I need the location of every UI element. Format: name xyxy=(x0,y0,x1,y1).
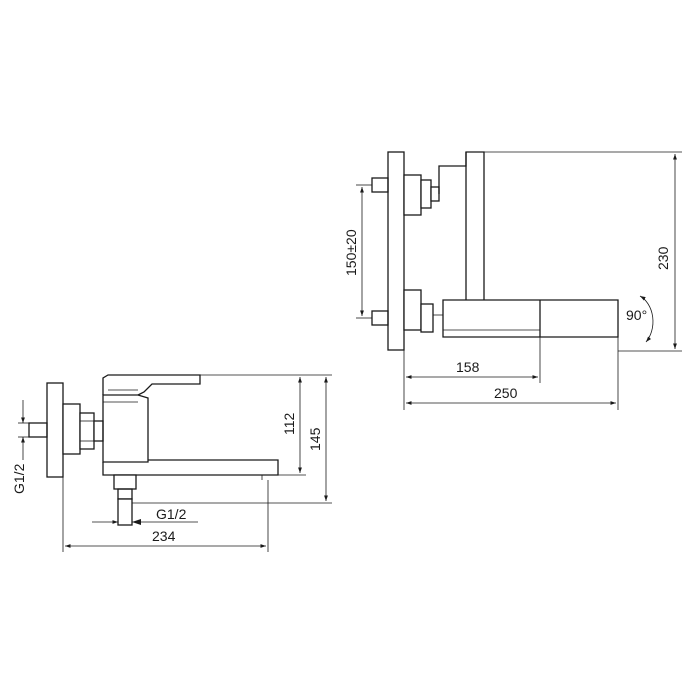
side-pipe-stub xyxy=(28,422,48,438)
mixer-body-top xyxy=(438,151,485,300)
dim-158-label: 158 xyxy=(456,359,480,375)
front-view: 90° 230 150±20 158 250 xyxy=(343,151,682,410)
upper-flange xyxy=(403,174,422,216)
dim-150-label: 150±20 xyxy=(343,229,359,276)
side-lever xyxy=(102,374,201,396)
dim-234-label: 234 xyxy=(152,528,176,544)
side-outlet-thread xyxy=(117,488,133,500)
side-outlet-nut xyxy=(113,474,137,490)
dim-g12-bottom-label: G1/2 xyxy=(156,506,187,522)
lower-flange xyxy=(403,289,422,331)
side-body xyxy=(102,394,149,463)
side-union xyxy=(93,420,104,442)
dim-g12-left-label: G1/2 xyxy=(11,463,27,494)
upper-union xyxy=(430,186,440,202)
spout xyxy=(442,299,619,338)
dim-230-label: 230 xyxy=(655,246,671,270)
side-flange xyxy=(62,403,81,455)
wall-section xyxy=(387,151,405,351)
side-view: 112 145 G1/2 G1/2 234 xyxy=(11,374,332,552)
lower-nut xyxy=(420,303,434,333)
lower-pipe-stub xyxy=(371,310,389,326)
rotation-label: 90° xyxy=(626,307,647,323)
side-outlet-pipe xyxy=(117,498,133,526)
rotation-arc xyxy=(639,295,654,343)
side-nut xyxy=(79,412,95,450)
dim-145-label: 145 xyxy=(307,427,323,451)
side-wall-section xyxy=(46,382,64,478)
dim-112-label: 112 xyxy=(281,412,297,435)
upper-pipe-stub xyxy=(371,177,389,193)
dim-250-label: 250 xyxy=(494,385,518,401)
upper-nut xyxy=(420,179,432,209)
